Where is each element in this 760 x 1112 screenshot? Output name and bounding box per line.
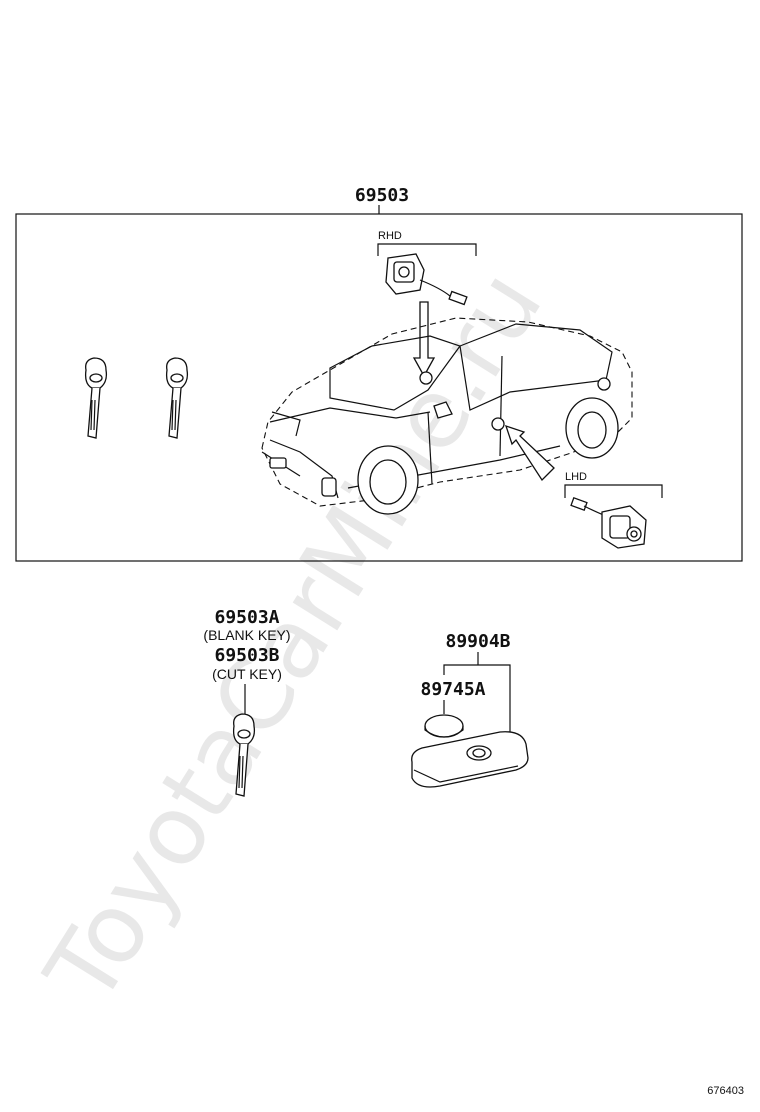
battery-part-number[interactable]: 89745A bbox=[420, 679, 485, 700]
rhd-arrow-icon bbox=[412, 301, 436, 378]
rhd-bracket bbox=[377, 243, 477, 256]
key-icon[interactable] bbox=[232, 713, 256, 797]
lhd-arrow-icon bbox=[504, 424, 555, 482]
transmitter-housing-part-number[interactable]: 89904B bbox=[445, 631, 510, 652]
rhd-lock-cylinder-icon[interactable] bbox=[385, 253, 468, 306]
assembly-part-number[interactable]: 69503 bbox=[355, 185, 409, 206]
car-icon bbox=[261, 317, 633, 515]
blank-key-part-number[interactable]: 69503A bbox=[214, 607, 279, 628]
blank-key-description: (BLANK KEY) bbox=[203, 627, 290, 643]
smart-key-transmitter-icon[interactable] bbox=[411, 731, 529, 788]
assembly-frame bbox=[15, 213, 743, 562]
lhd-label: LHD bbox=[565, 471, 587, 483]
cut-key-description: (CUT KEY) bbox=[212, 666, 282, 682]
key-icon[interactable] bbox=[165, 357, 189, 439]
figure-id: 676403 bbox=[707, 1085, 744, 1097]
transmitter-bracket bbox=[443, 664, 511, 740]
battery-icon[interactable] bbox=[424, 714, 464, 738]
lhd-lock-cylinder-icon[interactable] bbox=[570, 497, 647, 549]
key-icon[interactable] bbox=[84, 357, 108, 439]
rhd-label: RHD bbox=[378, 230, 402, 242]
lhd-bracket bbox=[564, 484, 663, 498]
cut-key-part-number[interactable]: 69503B bbox=[214, 645, 279, 666]
